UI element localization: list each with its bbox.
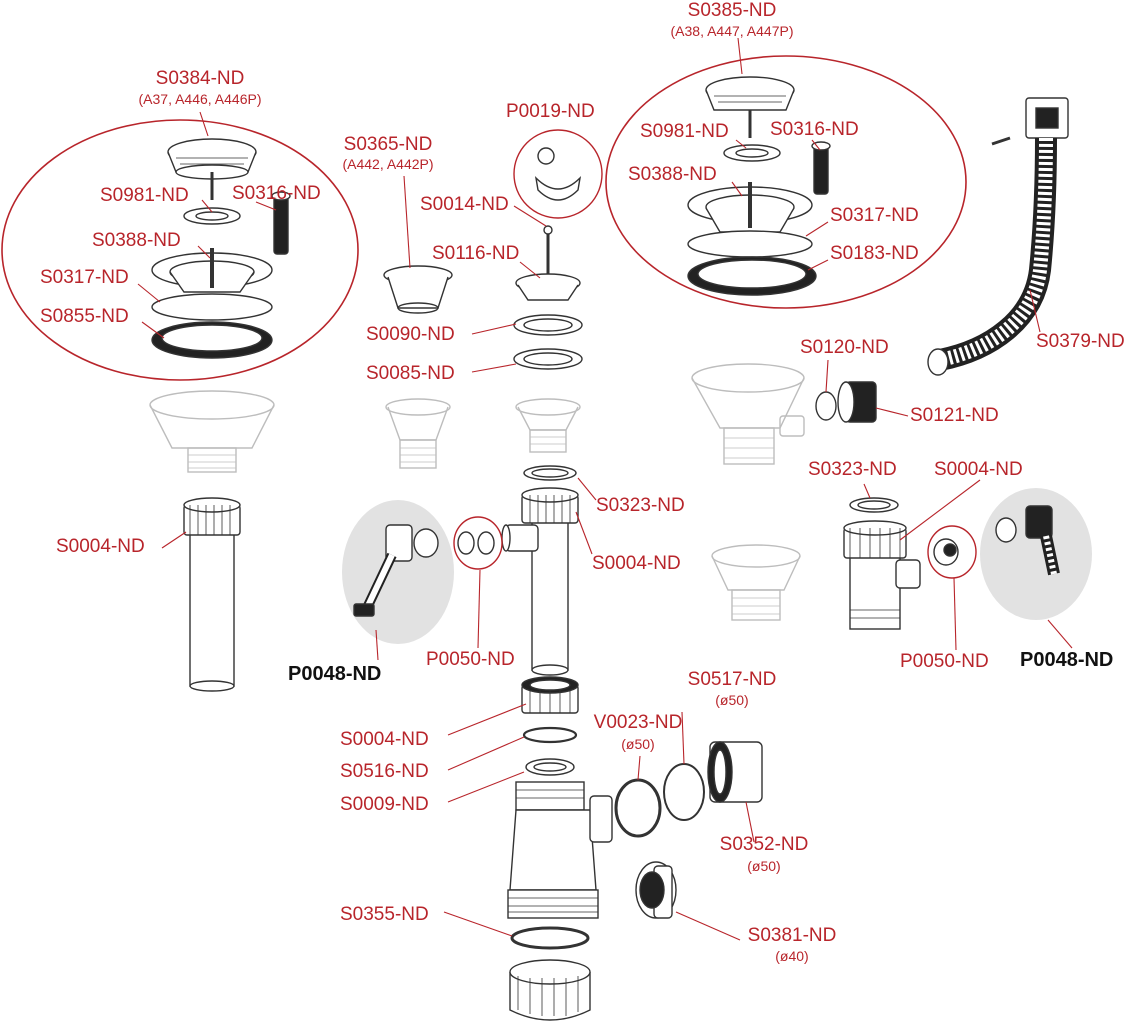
label-s0323-right: S0323-ND xyxy=(808,459,897,480)
label-s0183: S0183-ND xyxy=(830,243,919,264)
label-v0023-size: (ø50) xyxy=(621,736,655,752)
label-v0023: V0023-ND xyxy=(593,712,683,733)
label-p0050-left: P0050-ND xyxy=(426,649,515,670)
label-s0516: S0516-ND xyxy=(340,761,429,782)
nut-s0352 xyxy=(707,741,763,803)
gasket-s0090 xyxy=(513,314,583,336)
label-s0384: S0384-ND xyxy=(155,68,245,89)
label-s0352: S0352-ND xyxy=(719,834,809,855)
label-s0004-right: S0004-ND xyxy=(934,459,1023,480)
label-s0014: S0014-ND xyxy=(420,194,509,215)
label-s0316-right: S0316-ND xyxy=(770,119,859,140)
group-oval-s0384 xyxy=(1,119,359,381)
basket-cup-s0365 xyxy=(383,265,453,314)
nut-s0121 xyxy=(837,381,877,423)
label-s0384-models: (A37, A446, A446P) xyxy=(138,91,262,107)
label-s0517: S0517-ND xyxy=(687,669,777,690)
left-ring-s0981 xyxy=(183,207,241,225)
label-s0388-right: S0388-ND xyxy=(628,164,717,185)
right-stopper-s0316 xyxy=(811,141,831,195)
label-s0381-size: (ø40) xyxy=(775,948,809,964)
reducer-s0381 xyxy=(635,861,677,919)
ring-s0323-mid xyxy=(523,465,577,481)
label-s0385-models: (A38, A447, A447P) xyxy=(670,23,794,39)
right-strainer-basket xyxy=(705,76,795,138)
label-s0517-size: (ø50) xyxy=(715,692,749,708)
trap-cup xyxy=(509,959,591,1021)
label-s0981-right: S0981-ND xyxy=(640,121,729,142)
overflow-tee-pipe xyxy=(501,487,579,676)
right-ring-s0981 xyxy=(723,144,781,162)
gasket-s0085 xyxy=(513,348,583,370)
label-s0009: S0009-ND xyxy=(340,794,429,815)
left-gasket-s0317 xyxy=(151,293,273,321)
right-gasket-s0317 xyxy=(687,230,813,258)
left-flange-s0388 xyxy=(151,248,273,293)
label-s0365: S0365-ND xyxy=(343,134,433,155)
label-p0048-right: P0048-ND xyxy=(1020,649,1114,671)
leader-lines xyxy=(137,37,1073,941)
label-s0004-left: S0004-ND xyxy=(56,536,145,557)
right-gasket-s0183 xyxy=(687,256,817,296)
faded-strainer-mid-b xyxy=(515,398,581,453)
faded-strainer-right-lower xyxy=(711,544,801,621)
label-s0355: S0355-ND xyxy=(340,904,429,925)
seal-v0023 xyxy=(614,778,662,838)
seal-s0355 xyxy=(510,926,590,950)
label-s0855: S0855-ND xyxy=(40,306,129,327)
tee-right xyxy=(843,520,921,630)
label-s0121: S0121-ND xyxy=(910,405,999,426)
ring-s0009 xyxy=(525,758,575,776)
right-flange-s0388 xyxy=(687,182,813,233)
ring-s0517 xyxy=(663,763,705,821)
label-s0090: S0090-ND xyxy=(366,324,455,345)
overflow-elbow-p0048-right xyxy=(995,505,1060,576)
label-s0317-left: S0317-ND xyxy=(40,267,129,288)
label-p0050-right: P0050-ND xyxy=(900,651,989,672)
label-s0317-right: S0317-ND xyxy=(830,205,919,226)
label-s0120: S0120-ND xyxy=(800,337,889,358)
left-tailpiece-pipe xyxy=(183,497,241,692)
overflow-plug-p0050-right xyxy=(927,525,977,579)
group-oval-s0385 xyxy=(605,55,967,309)
label-s0085: S0085-ND xyxy=(366,363,455,384)
ring-s0120 xyxy=(815,391,837,421)
faded-strainer-mid-a xyxy=(385,398,451,469)
plug-chain-p0019 xyxy=(513,129,603,219)
label-s0381: S0381-ND xyxy=(747,925,837,946)
label-s0116: S0116-ND xyxy=(432,243,520,264)
left-strainer-basket xyxy=(167,138,257,200)
label-p0019: P0019-ND xyxy=(506,101,595,122)
left-faded-strainer-body xyxy=(149,390,275,473)
left-stopper-s0316 xyxy=(271,191,291,255)
label-s0004-lower: S0004-ND xyxy=(340,729,429,750)
label-p0048-left: P0048-ND xyxy=(288,663,382,685)
overflow-hose-s0379 xyxy=(927,97,1069,376)
label-s0385: S0385-ND xyxy=(687,0,777,21)
p0048-left-highlight xyxy=(342,500,454,644)
label-s0388-left: S0388-ND xyxy=(92,230,181,251)
bottle-trap-body xyxy=(507,781,613,919)
ring-s0516 xyxy=(522,726,578,744)
outlet-flange-s0116 xyxy=(515,273,581,301)
label-s0323-mid: S0323-ND xyxy=(596,495,685,516)
overflow-plug-p0050-left xyxy=(453,516,503,570)
label-s0981-left: S0981-ND xyxy=(100,185,189,206)
overflow-elbow-p0048-left xyxy=(353,524,439,617)
left-gasket-s0855 xyxy=(151,321,273,359)
faded-strainer-right xyxy=(691,363,805,465)
label-s0004-mid: S0004-ND xyxy=(592,553,681,574)
label-s0379: S0379-ND xyxy=(1036,331,1125,352)
label-s0316-left: S0316-ND xyxy=(232,183,321,204)
label-s0352-size: (ø50) xyxy=(747,858,781,874)
ring-s0323-right xyxy=(849,497,899,513)
label-s0365-models: (A442, A442P) xyxy=(342,156,434,172)
nut-s0004-lower xyxy=(521,676,579,714)
